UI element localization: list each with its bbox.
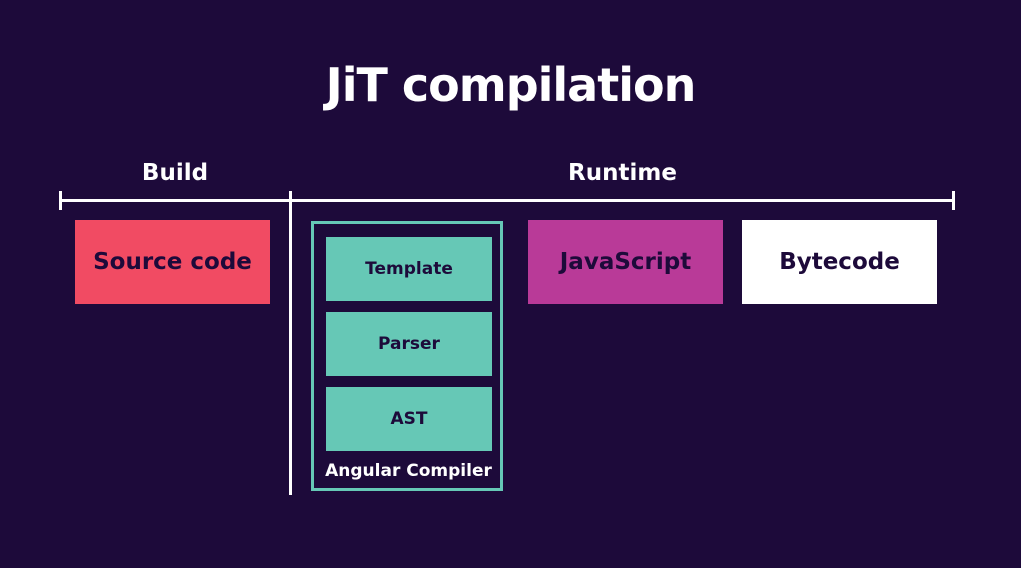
compiler-step-label: Template [365, 259, 453, 279]
source-code-box: Source code [75, 220, 270, 304]
source-code-label: Source code [93, 249, 252, 275]
compiler-step-label: Parser [378, 334, 440, 354]
javascript-box: JavaScript [528, 220, 723, 304]
build-phase-label: Build [141, 160, 209, 186]
bytecode-label: Bytecode [779, 249, 900, 275]
timeline-end-tick [952, 191, 955, 210]
timeline-start-tick [59, 191, 62, 210]
javascript-label: JavaScript [559, 249, 692, 275]
angular-compiler-caption: Angular Compiler [325, 461, 492, 481]
compiler-step-parser: Parser [326, 312, 492, 376]
runtime-phase-label: Runtime [568, 160, 677, 186]
build-runtime-divider [289, 191, 292, 495]
angular-compiler-frame [311, 221, 503, 491]
compiler-step-ast: AST [326, 387, 492, 451]
bytecode-box: Bytecode [742, 220, 937, 304]
compiler-step-label: AST [390, 409, 428, 429]
timeline-line [60, 199, 955, 202]
compiler-step-template: Template [326, 237, 492, 301]
diagram-title: JiT compilation [325, 58, 697, 112]
